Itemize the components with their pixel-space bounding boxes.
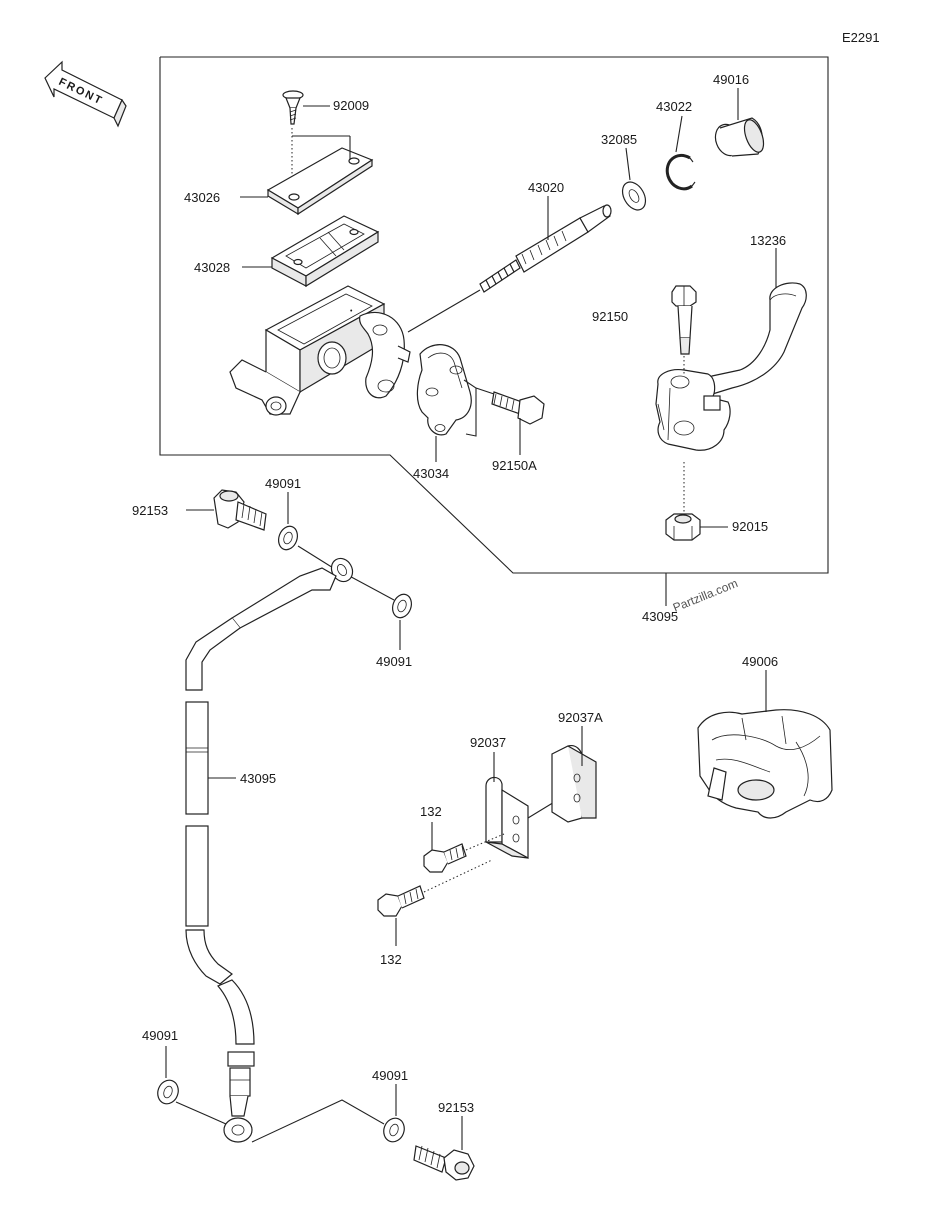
label-132-a: 132	[420, 804, 442, 819]
banjo-bolt-92153-top	[213, 489, 267, 531]
label-92153-top: 92153	[132, 503, 168, 518]
master-cylinder-body: •	[229, 285, 411, 416]
gasket-49091-bottom-right	[383, 1117, 405, 1143]
clamp-bolt-92150A	[491, 391, 545, 425]
label-92009: 92009	[333, 98, 369, 113]
label-43026: 43026	[184, 190, 220, 205]
brake-lever-13236	[655, 282, 807, 451]
boot-49016	[714, 117, 765, 157]
label-49091-top-a: 49091	[265, 476, 301, 491]
snap-ring-43022	[665, 153, 696, 191]
nut-92015	[665, 513, 701, 541]
label-132-b: 132	[380, 952, 402, 967]
holder-clamp-43034	[416, 344, 472, 436]
label-49091-top-b: 49091	[376, 654, 412, 669]
label-49091-bottom-right: 49091	[372, 1068, 408, 1083]
gasket-49091-top-a	[277, 525, 299, 551]
front-arrow-icon: FRONT	[44, 60, 127, 128]
assembly-boundary	[159, 56, 829, 574]
label-49091-bottom-left: 49091	[142, 1028, 178, 1043]
label-92037: 92037	[470, 735, 506, 750]
label-92015: 92015	[732, 519, 768, 534]
lever-guard-49006	[697, 709, 833, 819]
gasket-49091-bottom-left	[157, 1079, 179, 1105]
label-43020: 43020	[528, 180, 564, 195]
label-49006: 49006	[742, 654, 778, 669]
label-49016: 49016	[713, 72, 749, 87]
gasket-49091-top-b	[391, 593, 413, 619]
bolt-132-a	[423, 843, 467, 873]
figure-code: E2291	[842, 30, 880, 45]
banjo-bolt-92153-bottom	[413, 1145, 475, 1181]
label-92150A: 92150A	[492, 458, 537, 473]
piston-kit-43020	[479, 204, 612, 293]
label-92153-bottom: 92153	[438, 1100, 474, 1115]
label-43095-hose: 43095	[240, 771, 276, 786]
label-32085: 32085	[601, 132, 637, 147]
label-13236: 13236	[750, 233, 786, 248]
label-92150: 92150	[592, 309, 628, 324]
label-43028: 43028	[194, 260, 230, 275]
pivot-bolt-92150	[671, 285, 697, 355]
reservoir-cap-43026	[266, 147, 374, 216]
label-92037A: 92037A	[558, 710, 603, 725]
label-43095-assy: 43095	[642, 609, 678, 624]
clamp-92037A	[551, 745, 597, 823]
label-43022: 43022	[656, 99, 692, 114]
watermark: Partzilla.com	[671, 576, 740, 615]
screw-92009	[282, 90, 304, 125]
label-43034: 43034	[413, 466, 449, 481]
diaphragm-43028	[270, 215, 380, 288]
brake-hose-43095	[185, 545, 395, 1143]
svg-text:•: •	[350, 308, 353, 315]
clamp-92037	[485, 776, 529, 860]
washer-32085	[621, 181, 647, 211]
bolt-132-b	[377, 885, 425, 917]
